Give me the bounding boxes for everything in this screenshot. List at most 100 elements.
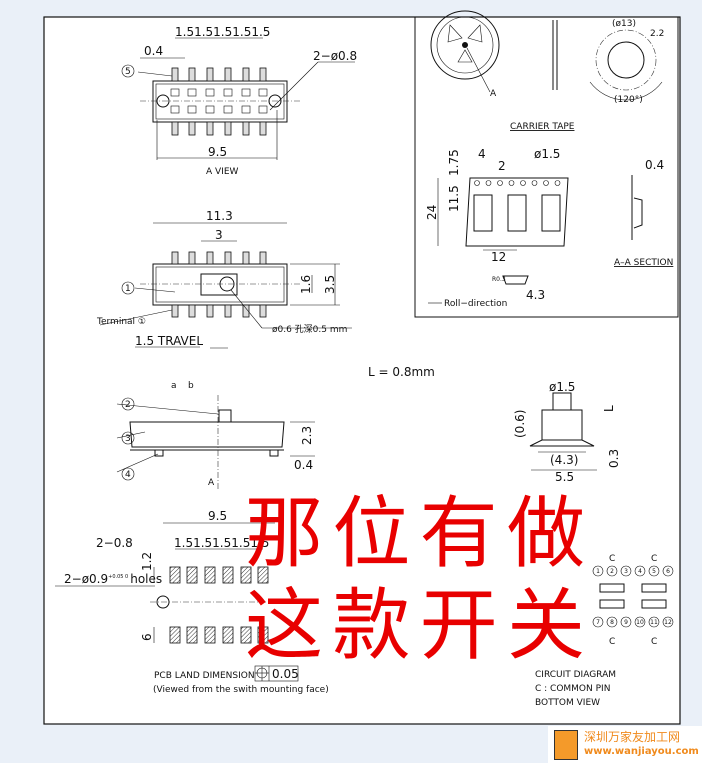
carrier-tape-title: CARRIER TAPE	[510, 122, 575, 132]
pocket-depth: 4.3	[526, 288, 545, 302]
side-height: 2.3	[300, 426, 314, 445]
pcb-width: 9.5	[208, 509, 227, 523]
tape-pitch-4: 4	[478, 147, 486, 161]
pin	[259, 67, 267, 82]
pcb-pitch: 1.51.51.51.51.5	[174, 536, 269, 550]
pad-outline	[223, 88, 233, 97]
pin-number: 11	[650, 619, 658, 626]
common-label: C	[609, 637, 615, 647]
slot-width: 2.2	[650, 29, 664, 39]
pcb-pad: 2−0.8	[96, 536, 133, 550]
a-view: 1.51.51.51.51.5 0.4 5 2−ø0.8 9.5 A VIEW	[121, 25, 357, 177]
pin-callout	[606, 616, 618, 628]
pin	[259, 304, 267, 318]
land-pad	[257, 626, 269, 644]
knob-l: L	[602, 405, 616, 412]
pin	[242, 67, 250, 82]
side-view: a b 2 3 4 2.3 0.4 A	[116, 381, 315, 490]
pin	[224, 251, 232, 265]
pin-number: 3	[624, 568, 628, 575]
a-view-holes: 2−ø0.8	[313, 49, 357, 63]
pin	[188, 304, 196, 318]
tape-edge: 1.75	[447, 149, 461, 176]
common-label: C	[651, 637, 657, 647]
pin	[206, 121, 214, 136]
circuit-view: BOTTOM VIEW	[535, 698, 600, 708]
position-b: b	[188, 381, 194, 391]
roll-direction: Roll−direction	[444, 299, 507, 309]
pcb-pad-length: 1.2	[140, 552, 154, 571]
common-label: C	[651, 554, 657, 564]
sprocket-hole	[508, 180, 515, 186]
pin-number: 10	[636, 619, 644, 626]
pad-outline	[205, 88, 215, 97]
pin-number: 2	[610, 568, 614, 575]
pin-callout	[606, 565, 618, 577]
pin-callout	[634, 616, 646, 628]
pin-number: 9	[624, 619, 628, 626]
land-pad	[257, 566, 269, 584]
land-pad	[240, 566, 252, 584]
position-a: a	[171, 381, 177, 391]
pin-callout	[592, 565, 604, 577]
knob-height: (0.6)	[513, 410, 527, 438]
pad-outline	[187, 88, 197, 97]
pcb-note: (Viewed from the swith mounting face)	[153, 685, 329, 695]
callout-3: 3	[125, 434, 131, 444]
sprocket-hole	[543, 180, 549, 186]
land-pad	[222, 566, 234, 584]
reel-section: A (ø13) 2.2 (120°) CARRIER TAPE 4 2 ø1.5…	[425, 10, 673, 309]
tape-pitch-2: 2	[498, 159, 506, 173]
hole-label: ø0.6 孔深0.5 mm	[272, 324, 347, 335]
sprocket-hole	[474, 180, 480, 186]
top-view-height-inner: 1.6	[299, 275, 313, 294]
circuit-legend: C : COMMON PIN	[535, 684, 610, 694]
callout-5: 5	[125, 67, 131, 77]
pin-callout	[662, 616, 674, 628]
pin-callout	[648, 616, 660, 628]
pin	[259, 251, 267, 265]
end-inner-width: (4.3)	[550, 453, 578, 467]
drawing-frame	[43, 16, 681, 725]
land-pad	[222, 626, 234, 644]
pad-outline	[223, 105, 233, 114]
a-view-width: 9.5	[208, 145, 227, 159]
pin	[171, 67, 179, 82]
land-pad	[204, 626, 216, 644]
pad-outline	[258, 105, 268, 114]
top-view-length: 11.3	[206, 209, 233, 223]
pin	[242, 251, 250, 265]
pcb-tolerance: 0.05	[272, 667, 299, 681]
pad-outline	[187, 105, 197, 114]
pocket-radius: R0.3	[492, 276, 506, 283]
pin-callout	[620, 565, 632, 577]
pin	[206, 251, 214, 265]
sprocket-hole	[531, 180, 538, 186]
tape-center: 11.5	[447, 185, 461, 212]
pin	[188, 121, 196, 136]
a-view-title: A VIEW	[206, 167, 239, 177]
a-view-pitch: 1.51.51.51.51.5	[175, 25, 270, 39]
end-width: 5.5	[555, 470, 574, 484]
watermark: 深圳万家友加工网 www.wanjiayou.com	[548, 726, 702, 763]
pin-number: 1	[596, 568, 600, 575]
pin-number: 8	[610, 619, 614, 626]
circuit-title: CIRCUIT DIAGRAM	[535, 670, 616, 680]
a-arrow-label: A	[208, 478, 215, 488]
a-view-pin-width: 0.4	[144, 44, 163, 58]
watermark-url: www.wanjiayou.com	[584, 746, 699, 757]
pin-number: 12	[664, 619, 672, 626]
callout-1: 1	[125, 284, 131, 294]
pin	[188, 67, 196, 82]
reel-a-label: A	[490, 89, 497, 99]
pin-callout	[634, 565, 646, 577]
pin-number: 4	[638, 568, 642, 575]
side-standoff: 0.4	[294, 458, 313, 472]
pin-number: 5	[652, 568, 656, 575]
pad-outline	[258, 88, 268, 97]
sprocket-hole	[485, 180, 492, 186]
land-pad	[204, 566, 216, 584]
